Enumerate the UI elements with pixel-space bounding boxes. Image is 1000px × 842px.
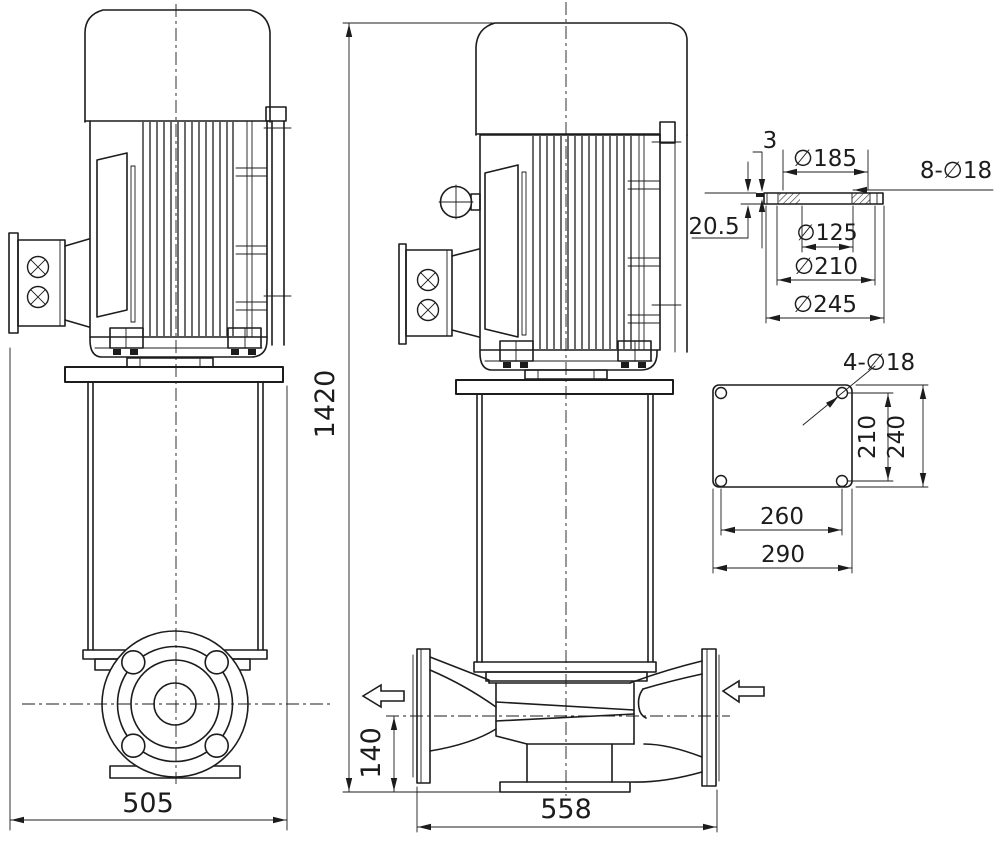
- flange-raised-face: [756, 193, 764, 197]
- dim-label-hole-pitch-depth: 210: [855, 415, 881, 459]
- motor-body-side: [479, 134, 661, 351]
- dim-overall-width: 505: [9, 347, 288, 831]
- dim-overall-height: 1420: [310, 22, 631, 793]
- dim-label-bolt-holes: 8-∅18: [920, 158, 992, 184]
- dim-label-raised-face-diameter: ∅185: [793, 146, 857, 172]
- dim-label-outer-diameter: ∅245: [793, 292, 857, 318]
- dim-base-length: 558: [416, 786, 718, 833]
- dim-flange-thickness: 20.5: [688, 161, 752, 240]
- dim-port-center-height: 140: [356, 715, 398, 793]
- dim-hole-pitch-depth: 210: [847, 392, 894, 482]
- dim-label-bore-diameter: ∅125: [796, 221, 857, 246]
- pump-base-plate-side: [499, 781, 631, 793]
- dim-label-anchor-holes: 4-∅18: [843, 350, 915, 376]
- motor-nameplate: [96, 152, 128, 318]
- flow-direction-arrow-outlet: [361, 683, 405, 709]
- dim-label-hole-pitch-width: 260: [760, 504, 804, 530]
- dim-bore-diameter: ∅125: [796, 205, 858, 253]
- dim-label-base-length: 558: [540, 794, 592, 825]
- dim-label-port-center-height: 140: [356, 727, 387, 779]
- motor-fan-cover-side: [475, 22, 688, 353]
- motor-stool: [89, 327, 268, 368]
- dim-label-raised-face-height: 3: [763, 128, 778, 154]
- terminal-box: [8, 232, 90, 334]
- front-view-centerlines: [22, 4, 332, 784]
- motor-fan-cover: [84, 9, 287, 123]
- front-view: 505: [8, 4, 332, 831]
- motor-stool-plate-side: [455, 379, 674, 395]
- flange-detail-view: 3 20.5 ∅185 8-∅18 ∅125: [688, 128, 994, 324]
- side-view-centerlines: [386, 2, 730, 796]
- motor-stool-side: [479, 340, 658, 380]
- dim-label-overall-height: 1420: [310, 370, 341, 439]
- dim-bolt-circle-diameter: ∅210: [776, 205, 876, 286]
- dim-anchor-holes: 4-∅18: [802, 350, 915, 426]
- side-view: 1420 140 558: [310, 2, 765, 833]
- base-plate-detail-view: 4-∅18 210 240 260 290: [712, 350, 929, 574]
- dim-raised-face-diameter: ∅185: [782, 146, 869, 191]
- dim-raised-face-height: 3: [752, 128, 778, 249]
- pump-column: [82, 381, 268, 671]
- lifting-eyebolt: [438, 184, 481, 220]
- dim-label-overall-width: 505: [122, 788, 174, 819]
- motor-nameplate-side: [484, 164, 519, 338]
- pump-column-side: [473, 393, 657, 682]
- dim-label-plate-depth: 240: [884, 415, 910, 459]
- dim-outer-diameter: ∅245: [765, 205, 885, 324]
- flow-direction-arrow-inlet: [721, 679, 765, 704]
- motor-body: [89, 120, 292, 346]
- motor-stool-plate: [64, 366, 284, 383]
- dim-plate-width: 290: [712, 488, 853, 574]
- dim-label-plate-width: 290: [761, 542, 805, 568]
- dim-plate-depth: 240: [855, 384, 929, 488]
- dim-hole-pitch-width: 260: [720, 488, 843, 536]
- terminal-box-side: [398, 243, 480, 345]
- dim-label-bolt-circle-diameter: ∅210: [794, 254, 858, 280]
- dim-label-flange-thickness: 20.5: [688, 214, 739, 240]
- dim-bolt-holes: 8-∅18: [852, 158, 994, 194]
